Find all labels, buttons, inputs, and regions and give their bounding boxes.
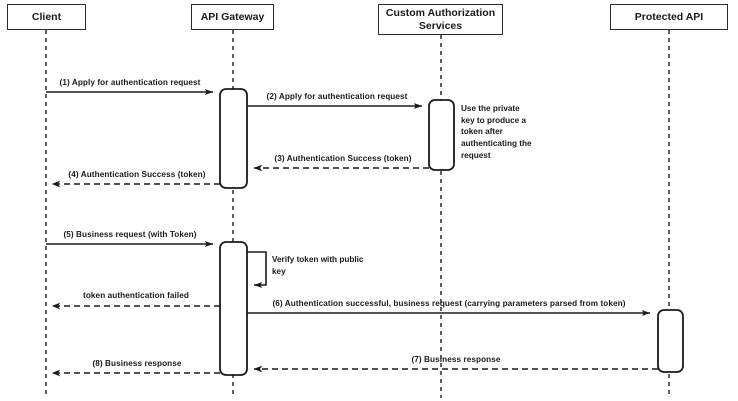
message-label-6: (6) Authentication successful, business … [272,299,626,308]
message-label-4: (4) Authentication Success (token) [68,170,206,179]
note-verify-token: Verify token with public key [272,255,364,276]
message-label-3: (3) Authentication Success (token) [274,154,412,163]
message-label-token-failed: token authentication failed [83,291,189,300]
activation-api-gateway-1 [219,88,248,189]
message-label-5: (5) Business request (with Token) [63,230,197,239]
note-private-key: Use the private key to produce a token a… [461,104,532,160]
actor-box-api-gateway[interactable]: API Gateway [191,4,274,30]
message-label-1: (1) Apply for authentication request [59,78,201,87]
arrow-self-call-verify-token [247,251,267,289]
activation-bars [219,88,684,376]
actor-box-protected-api[interactable]: Protected API [610,4,728,30]
actor-label-api-gateway: API Gateway [200,10,265,23]
message-label-7: (7) Business response [411,355,501,364]
activation-api-gateway-2 [219,241,248,376]
activation-custom-auth-1 [428,99,455,171]
actor-label-custom-auth: Custom Authorization Services [385,7,496,32]
actor-box-custom-auth[interactable]: Custom Authorization Services [378,4,503,35]
message-label-2: (2) Apply for authentication request [266,92,408,101]
message-label-8: (8) Business response [92,359,182,368]
actor-label-client: Client [31,10,62,23]
actor-label-protected-api: Protected API [634,10,704,23]
actor-box-client[interactable]: Client [7,4,86,30]
activation-protected-api-1 [657,309,684,373]
